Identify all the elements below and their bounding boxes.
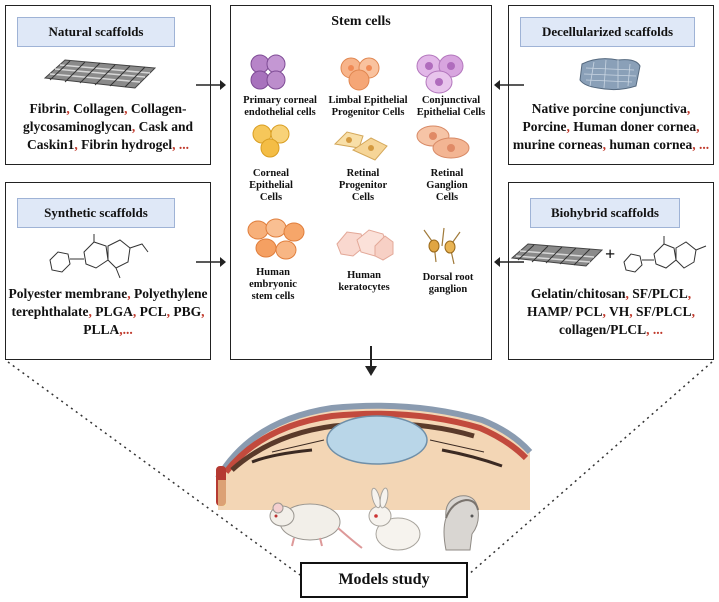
cell-label-line: Epithelial Cells (416, 107, 486, 119)
cell-label-retinal-ganglion: Retinal Ganglion Cells (412, 168, 482, 204)
biohybrid-chemical-icon (623, 236, 707, 273)
natural-line-1: Fibrin, Collagen, Collagen- (29, 101, 187, 116)
cell-label-line: Conjunctival (421, 95, 481, 106)
cell-label-line: Cells (435, 192, 459, 204)
decellularized-scaffolds-list: Native porcine conjunctiva, Porcine, Hum… (510, 100, 712, 153)
decellularized-line-2: Porcine, Human doner cornea, (522, 118, 700, 134)
biohybrid-scaffolds-list: Gelatin/chitosan, SF/PLCL, HAMP/ PCL, VH… (510, 285, 712, 338)
arrow-stem-to-models (365, 346, 377, 376)
cell-label-line: Cells (351, 192, 375, 204)
cell-label-corneal-epithelial: Corneal Epithelial Cells (236, 168, 306, 204)
cell-label-line: Dorsal root (422, 272, 474, 283)
cell-label-line: Retinal (346, 168, 380, 179)
mesh-scaffold-icon (43, 59, 157, 89)
retinal-ganglion-cells-icon (416, 125, 470, 159)
conjunctival-cells-icon (416, 54, 464, 94)
plus-sign: + (605, 244, 616, 264)
natural-scaffolds-list: Fibrin, Collagen, Collagen- glycosaminog… (8, 100, 208, 153)
synthetic-line-1: Polyester membrane, Polyethylene (8, 286, 208, 301)
arrow-biohybrid-to-stem (494, 257, 524, 267)
cell-label-limbal-progenitor: Limbal Epithelial Progenitor Cells (320, 95, 416, 119)
corneal-epithelial-cells-icon (252, 124, 290, 158)
decellularized-scaffolds-title: Decellularized scaffolds (520, 17, 695, 47)
rabbit-illustration (368, 487, 421, 551)
decellularized-tissue-icon (579, 58, 641, 91)
cell-label-line: keratocytes (338, 282, 390, 294)
stem-cells-title: Stem cells (331, 14, 391, 29)
biohybrid-line-1: Gelatin/chitosan, SF/PLCL, (530, 286, 692, 301)
human-head-illustration (443, 495, 479, 551)
synthetic-line-2: terephthalate, PLGA, PCL, PBG, (11, 303, 205, 319)
cell-label-line: Primary corneal (243, 95, 317, 106)
arrow-synthetic-to-stem (196, 257, 226, 267)
synthetic-line-3: PLLA,... (83, 321, 133, 337)
natural-line-2: glycosaminoglycan, Cask and (22, 118, 194, 134)
dorsal-root-ganglion-icon (423, 227, 461, 265)
cell-label-line: ganglion (428, 284, 468, 296)
cell-label-line: Human (347, 270, 381, 281)
cell-label-line: endothelial cells (244, 107, 316, 119)
biohybrid-mesh-icon (510, 243, 604, 267)
models-study-label: Models study (300, 562, 468, 598)
cell-label-line: stem cells (251, 291, 295, 303)
cell-label-line: Progenitor (338, 180, 388, 192)
eye-cross-section-illustration (215, 402, 533, 510)
arrow-natural-to-stem (196, 80, 226, 90)
cell-label-line: Corneal (252, 168, 290, 179)
decellularized-line-3: murine corneas, human cornea, ... (512, 136, 710, 152)
arrow-decellularized-to-stem (494, 80, 524, 90)
cell-label-embryonic-stem: Human embryonic stem cells (236, 267, 310, 303)
synthetic-scaffolds-list: Polyester membrane, Polyethylene terepht… (8, 285, 208, 338)
natural-scaffolds-title: Natural scaffolds (17, 17, 175, 47)
cell-label-line: Cells (259, 192, 283, 204)
cell-label-line: Human (256, 267, 290, 278)
biohybrid-line-2: HAMP/ PCL, VH, SF/PLCL, (527, 303, 695, 319)
rat-illustration (269, 502, 363, 549)
cell-label-retinal-progenitor: Retinal Progenitor Cells (326, 168, 400, 204)
cell-label-line: Retinal (430, 168, 464, 179)
keratocytes-icon (336, 229, 394, 261)
chemical-structure-icon (49, 234, 149, 279)
corneal-endothelial-cells-icon (250, 54, 286, 90)
cell-label-line: embryonic (249, 279, 297, 291)
cell-label-line: Progenitor Cells (331, 107, 405, 119)
cell-label-dorsal-root-ganglion: Dorsal root ganglion (410, 272, 486, 296)
retinal-progenitor-cells-icon (333, 131, 388, 161)
cell-label-keratocytes: Human keratocytes (326, 270, 402, 294)
cell-label-conjunctival: Conjunctival Epithelial Cells (412, 95, 490, 119)
cell-label-line: Limbal Epithelial (328, 95, 408, 106)
cell-label-line: Ganglion (426, 180, 468, 192)
synthetic-scaffolds-title: Synthetic scaffolds (17, 198, 175, 228)
decellularized-line-1: Native porcine conjunctiva, (531, 101, 691, 116)
limbal-progenitor-cells-icon (340, 57, 380, 91)
biohybrid-scaffolds-title: Biohybrid scaffolds (530, 198, 680, 228)
biohybrid-line-3: collagen/PLCL, ... (559, 321, 663, 337)
cell-label-line: Epithelial (249, 180, 293, 192)
cell-label-corneal-endothelial: Primary corneal endothelial cells (234, 95, 326, 119)
embryonic-stem-cells-icon (247, 218, 305, 260)
natural-line-3: Caskin1, Fibrin hydrogel, ... (27, 136, 189, 152)
